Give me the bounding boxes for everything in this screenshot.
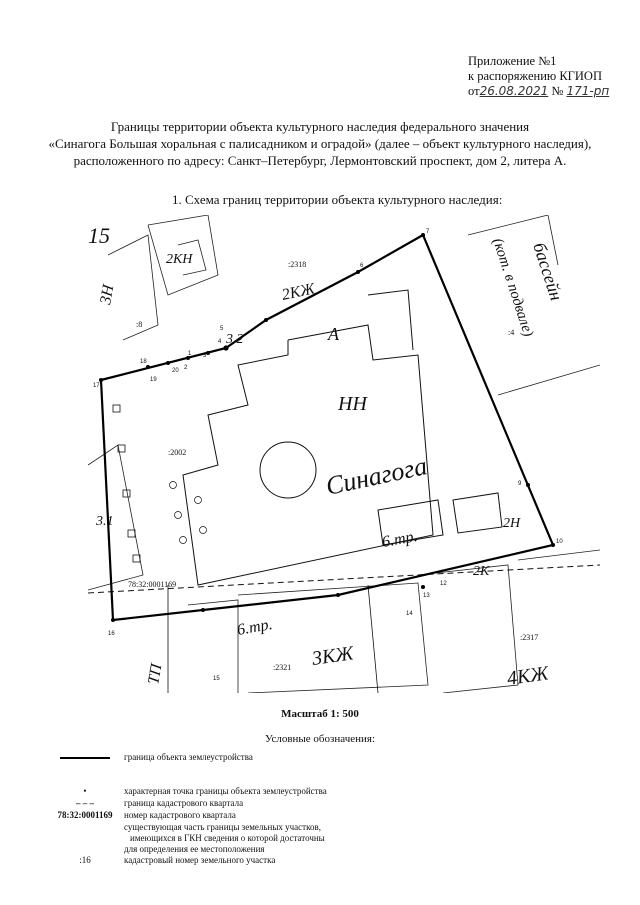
title-line2: «Синагога Большая хоральная с палисадник… — [48, 136, 592, 151]
map-point-7: 7 — [426, 229, 430, 235]
cadastral-map: Синагога НН А 78:32:0001169 :2318 :2002 … — [88, 215, 600, 693]
map-label-3n: 3Н — [97, 282, 118, 307]
map-label-btr-2: 6.тр. — [236, 616, 274, 639]
map-label-nn: НН — [337, 393, 368, 415]
legend-dash-symbol: – – – — [76, 798, 94, 808]
scale-label: Масштаб 1: 500 — [281, 708, 359, 720]
map-parcel-4: :4 — [508, 328, 514, 337]
appendix-num-sign: № — [551, 84, 564, 98]
map-point-20: 20 — [172, 368, 179, 374]
map-parcel-8: :8 — [136, 320, 142, 329]
map-point-18: 18 — [140, 359, 147, 365]
map-label-2kn: 2КН — [166, 252, 193, 267]
map-point-14: 14 — [406, 611, 413, 617]
map-parcel-2318: :2318 — [288, 260, 306, 269]
map-point-19: 19 — [150, 377, 157, 383]
map-point-16: 16 — [108, 631, 115, 637]
document-title: Границы территории объекта культурного н… — [40, 118, 600, 169]
map-label-2k: 2К — [473, 564, 490, 579]
title-line1: Границы территории объекта культурного н… — [110, 119, 530, 134]
map-label-15: 15 — [88, 223, 110, 248]
map-label-a: А — [327, 324, 340, 344]
map-point-1: 1 — [188, 351, 192, 357]
legend-quarter-code: 78:32:0001169 — [57, 810, 113, 820]
map-point-5: 5 — [220, 326, 224, 332]
appendix-block: Приложение №1 к распоряжению КГИОП от26.… — [468, 54, 609, 99]
map-label-31: 3.1 — [95, 514, 114, 529]
map-point-6: 6 — [360, 263, 364, 269]
map-label-tp: ТП — [145, 661, 166, 686]
map-point-3: 3 — [203, 353, 207, 359]
map-point-13: 13 — [423, 593, 430, 599]
map-label-32: 3.2 — [225, 332, 244, 347]
legend-parcel-code: :16 — [79, 855, 91, 865]
appendix-line3: от26.08.2021 № 171-рп — [468, 84, 609, 99]
map-point-15: 15 — [213, 676, 220, 682]
map-parcel-2321: :2321 — [273, 663, 291, 672]
map-kvartal-number: 78:32:0001169 — [128, 580, 176, 589]
map-point-17: 17 — [93, 383, 100, 389]
map-label-2kzh: 2КЖ — [280, 280, 317, 304]
map-point-12: 12 — [440, 581, 447, 587]
map-point-4: 4 — [218, 339, 222, 345]
legend-point-symbol: • — [83, 786, 87, 796]
map-point-9: 9 — [518, 481, 522, 487]
section-heading: 1. Схема границ территории объекта культ… — [172, 192, 503, 207]
appendix-line1: Приложение №1 — [468, 54, 557, 68]
appendix-date: 26.08.2021 — [479, 84, 549, 98]
map-point-2: 2 — [184, 365, 188, 371]
legend-solid-line — [60, 757, 110, 759]
title-line3: расположенного по адресу: Санкт–Петербур… — [73, 153, 567, 168]
map-label-2n: 2Н — [503, 516, 521, 531]
legend-title: Условные обозначения: — [264, 733, 376, 745]
appendix-prefix: от — [468, 84, 480, 98]
map-parcel-2317: :2317 — [520, 633, 538, 642]
map-parcel-2002: :2002 — [168, 448, 186, 457]
map-label-btr-1: 6.тр. — [381, 528, 419, 551]
appendix-number: 171-рп — [566, 84, 610, 98]
map-point-10: 10 — [556, 539, 563, 545]
appendix-line2: к распоряжению КГИОП — [468, 69, 602, 83]
